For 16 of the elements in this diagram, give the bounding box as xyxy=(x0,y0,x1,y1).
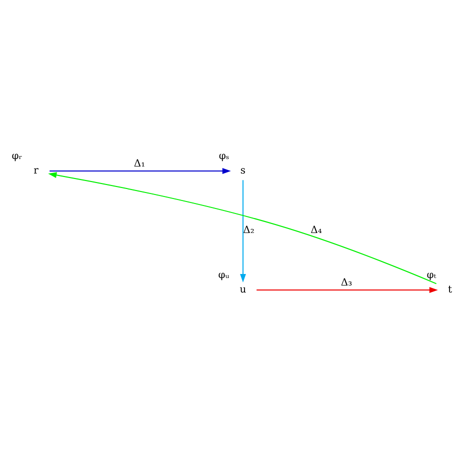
node-label: φₜ xyxy=(426,270,436,281)
edge-label: Δ₄ xyxy=(310,225,322,236)
node-text: r xyxy=(33,166,38,176)
edge-label: Δ₂ xyxy=(242,225,254,236)
arrow xyxy=(256,287,438,293)
node-text: s xyxy=(240,166,246,176)
edge-label: Δ₁ xyxy=(133,158,145,170)
node-label: φᵤ xyxy=(218,270,229,281)
node-label: φᵣ xyxy=(11,151,22,162)
node-text: t xyxy=(447,284,452,296)
arrow xyxy=(240,180,246,282)
node-label: φₛ xyxy=(218,151,229,162)
arrow xyxy=(48,172,436,284)
edge-label: Δ₃ xyxy=(340,278,352,288)
arrow xyxy=(48,168,230,174)
node-text: u xyxy=(239,284,246,296)
